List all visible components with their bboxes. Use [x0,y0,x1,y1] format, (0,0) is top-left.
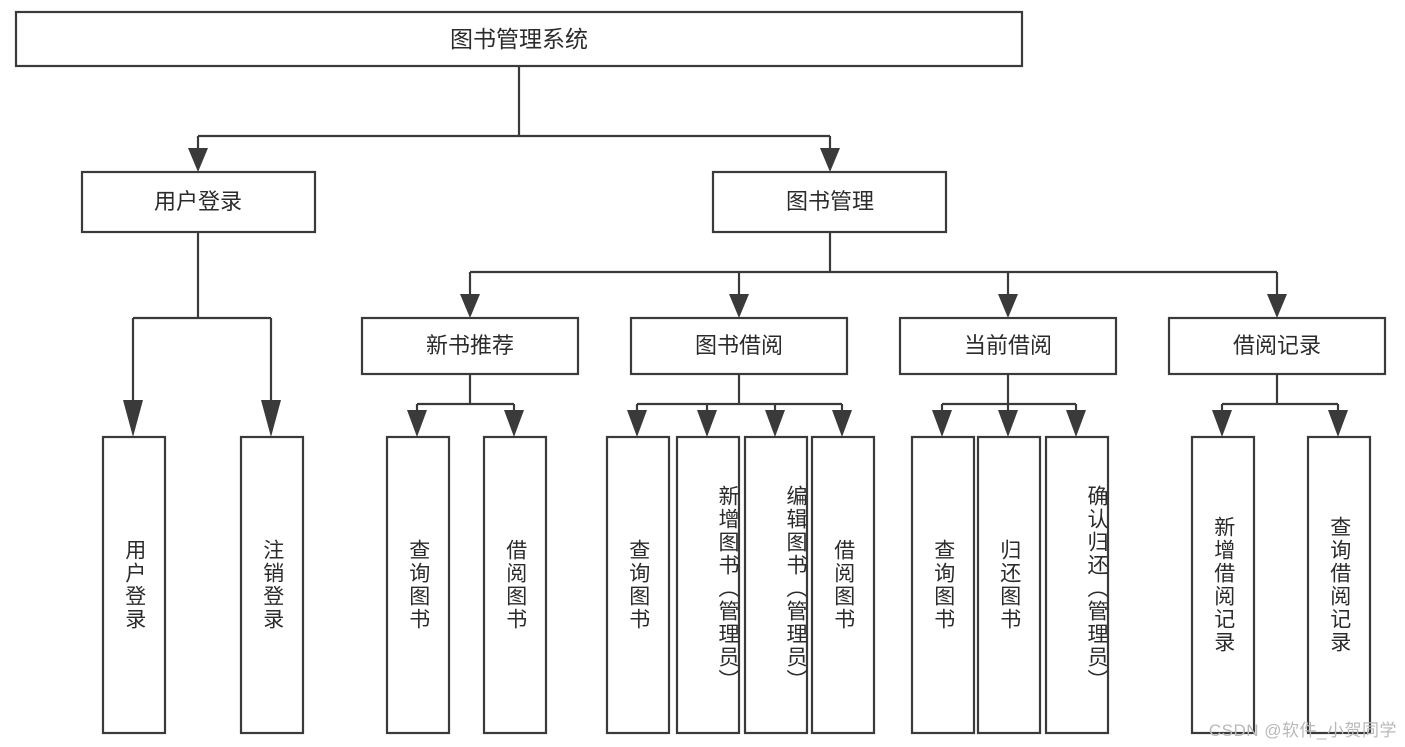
arrow-to-leaf-user-login [123,400,143,437]
node-user-login-box[interactable] [80,170,317,234]
node-root[interactable]: 图书管理系统 [14,10,1024,68]
node-new-book-recommend-box[interactable] [360,316,580,376]
leaf-box-return-book[interactable] [976,435,1042,735]
leaf-box-query-book-2[interactable] [605,435,671,735]
node-current-borrow-label: 当前借阅 [964,333,1052,358]
arrow-to-borrow-record [1267,294,1287,318]
arrow-to-new-book-recommend [460,294,480,318]
node-user-login[interactable]: 用户登录 [80,170,317,234]
arrow-to-leaf-add-record [1212,410,1232,437]
leaf-box-query-book-3[interactable] [910,435,976,735]
arrow-to-leaf-add-book [697,410,717,437]
node-book-borrow-label: 图书借阅 [695,333,783,358]
arrow-to-leaf-query-book-3 [932,410,952,437]
leaf-box-confirm-return[interactable] [1044,435,1110,735]
node-root-box[interactable] [14,10,1024,68]
leaf-box-query-record[interactable] [1306,435,1372,735]
leaf-box-borrow-book-1[interactable] [482,435,548,735]
node-current-borrow[interactable]: 当前借阅 [898,316,1118,376]
connector-group [123,66,1348,437]
arrow-to-leaf-query-book-2 [627,410,647,437]
node-book-borrow[interactable]: 图书借阅 [629,316,849,376]
leaf-box-user-login[interactable] [101,435,167,735]
node-new-book-recommend[interactable]: 新书推荐 [360,316,580,376]
node-new-book-recommend-label: 新书推荐 [426,333,514,358]
leaf-box-borrow-book-2[interactable] [810,435,876,735]
node-root-label: 图书管理系统 [450,26,588,52]
leaf-box-add-record[interactable] [1190,435,1256,735]
arrow-to-book-borrow [729,294,749,318]
leaf-box-user-logout[interactable] [239,435,305,735]
arrow-to-leaf-user-logout [261,400,281,437]
arrow-to-leaf-query-record [1328,410,1348,437]
arrow-root-to-book-management [820,148,840,172]
node-borrow-record-label: 借阅记录 [1233,333,1321,358]
csdn-watermark: CSDN @软件_小贺同学 [1208,721,1397,740]
arrow-to-current-borrow [998,294,1018,318]
arrow-to-leaf-query-book-1 [407,410,427,437]
node-book-borrow-box[interactable] [629,316,849,376]
node-borrow-record[interactable]: 借阅记录 [1167,316,1387,376]
arrow-to-leaf-borrow-book-2 [832,410,852,437]
arrow-root-to-user-login [188,148,208,172]
node-current-borrow-box[interactable] [898,316,1118,376]
arrow-to-leaf-borrow-book-1 [504,410,524,437]
node-book-management-box[interactable] [711,170,948,234]
leaf-box-edit-book[interactable] [743,435,809,735]
arrow-to-leaf-return-book [998,410,1018,437]
node-user-login-label: 用户登录 [154,189,242,214]
node-book-management-label: 图书管理 [786,189,874,214]
leaf-box-query-book-1[interactable] [385,435,451,735]
arrow-to-leaf-confirm-return [1066,410,1086,437]
arrow-to-leaf-edit-book [765,410,785,437]
node-borrow-record-box[interactable] [1167,316,1387,376]
leaf-box-group [101,435,1372,735]
node-book-management[interactable]: 图书管理 [711,170,948,234]
leaf-box-add-book[interactable] [675,435,741,735]
